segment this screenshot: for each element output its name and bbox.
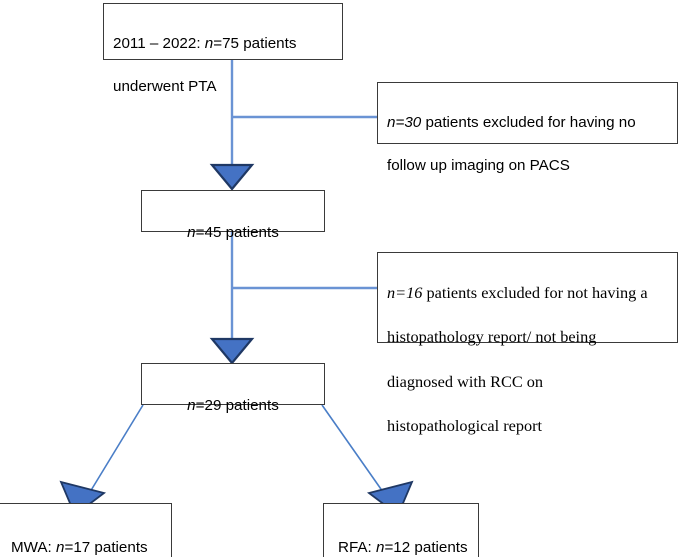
italic-n: n	[56, 538, 65, 556]
node-mwa-label: MWA: n=17 patients	[11, 538, 148, 556]
italic-n: n	[375, 538, 385, 556]
arrowhead-into-after2	[209, 337, 255, 365]
connector-after2-to-rfa	[321, 404, 384, 493]
node-rfa: RFA: n=12 patients	[323, 503, 479, 557]
italic-n: n	[204, 34, 214, 52]
italic-n: n=16	[387, 283, 423, 303]
connector-after2-to-mwa	[89, 404, 144, 493]
node-after-2: n=29 patients	[141, 363, 325, 414]
italic-n: n	[187, 223, 196, 241]
node-excluded-1: n=30 patients excluded for having no fol…	[377, 82, 678, 174]
node-enrolled-label: 2011 – 2022: n=75 patients underwent PTA	[113, 34, 297, 95]
node-after-1-label: n=45 patients	[187, 223, 279, 241]
italic-n: n	[187, 396, 196, 414]
node-after-1: n=45 patients	[141, 190, 325, 241]
node-after-2-label: n=29 patients	[187, 396, 279, 414]
node-excluded-2: n=16 patients excluded for not having a …	[377, 252, 678, 435]
italic-n: n=30	[387, 113, 422, 131]
node-rfa-label: RFA: n=12 patients	[338, 538, 468, 556]
arrowhead-into-after1	[209, 163, 255, 191]
node-excluded-1-label: n=30 patients excluded for having no fol…	[387, 113, 636, 174]
node-mwa: MWA: n=17 patients	[0, 503, 172, 557]
node-enrolled: 2011 – 2022: n=75 patients underwent PTA	[103, 3, 343, 95]
node-excluded-2-label: n=16 patients excluded for not having a …	[387, 283, 648, 436]
